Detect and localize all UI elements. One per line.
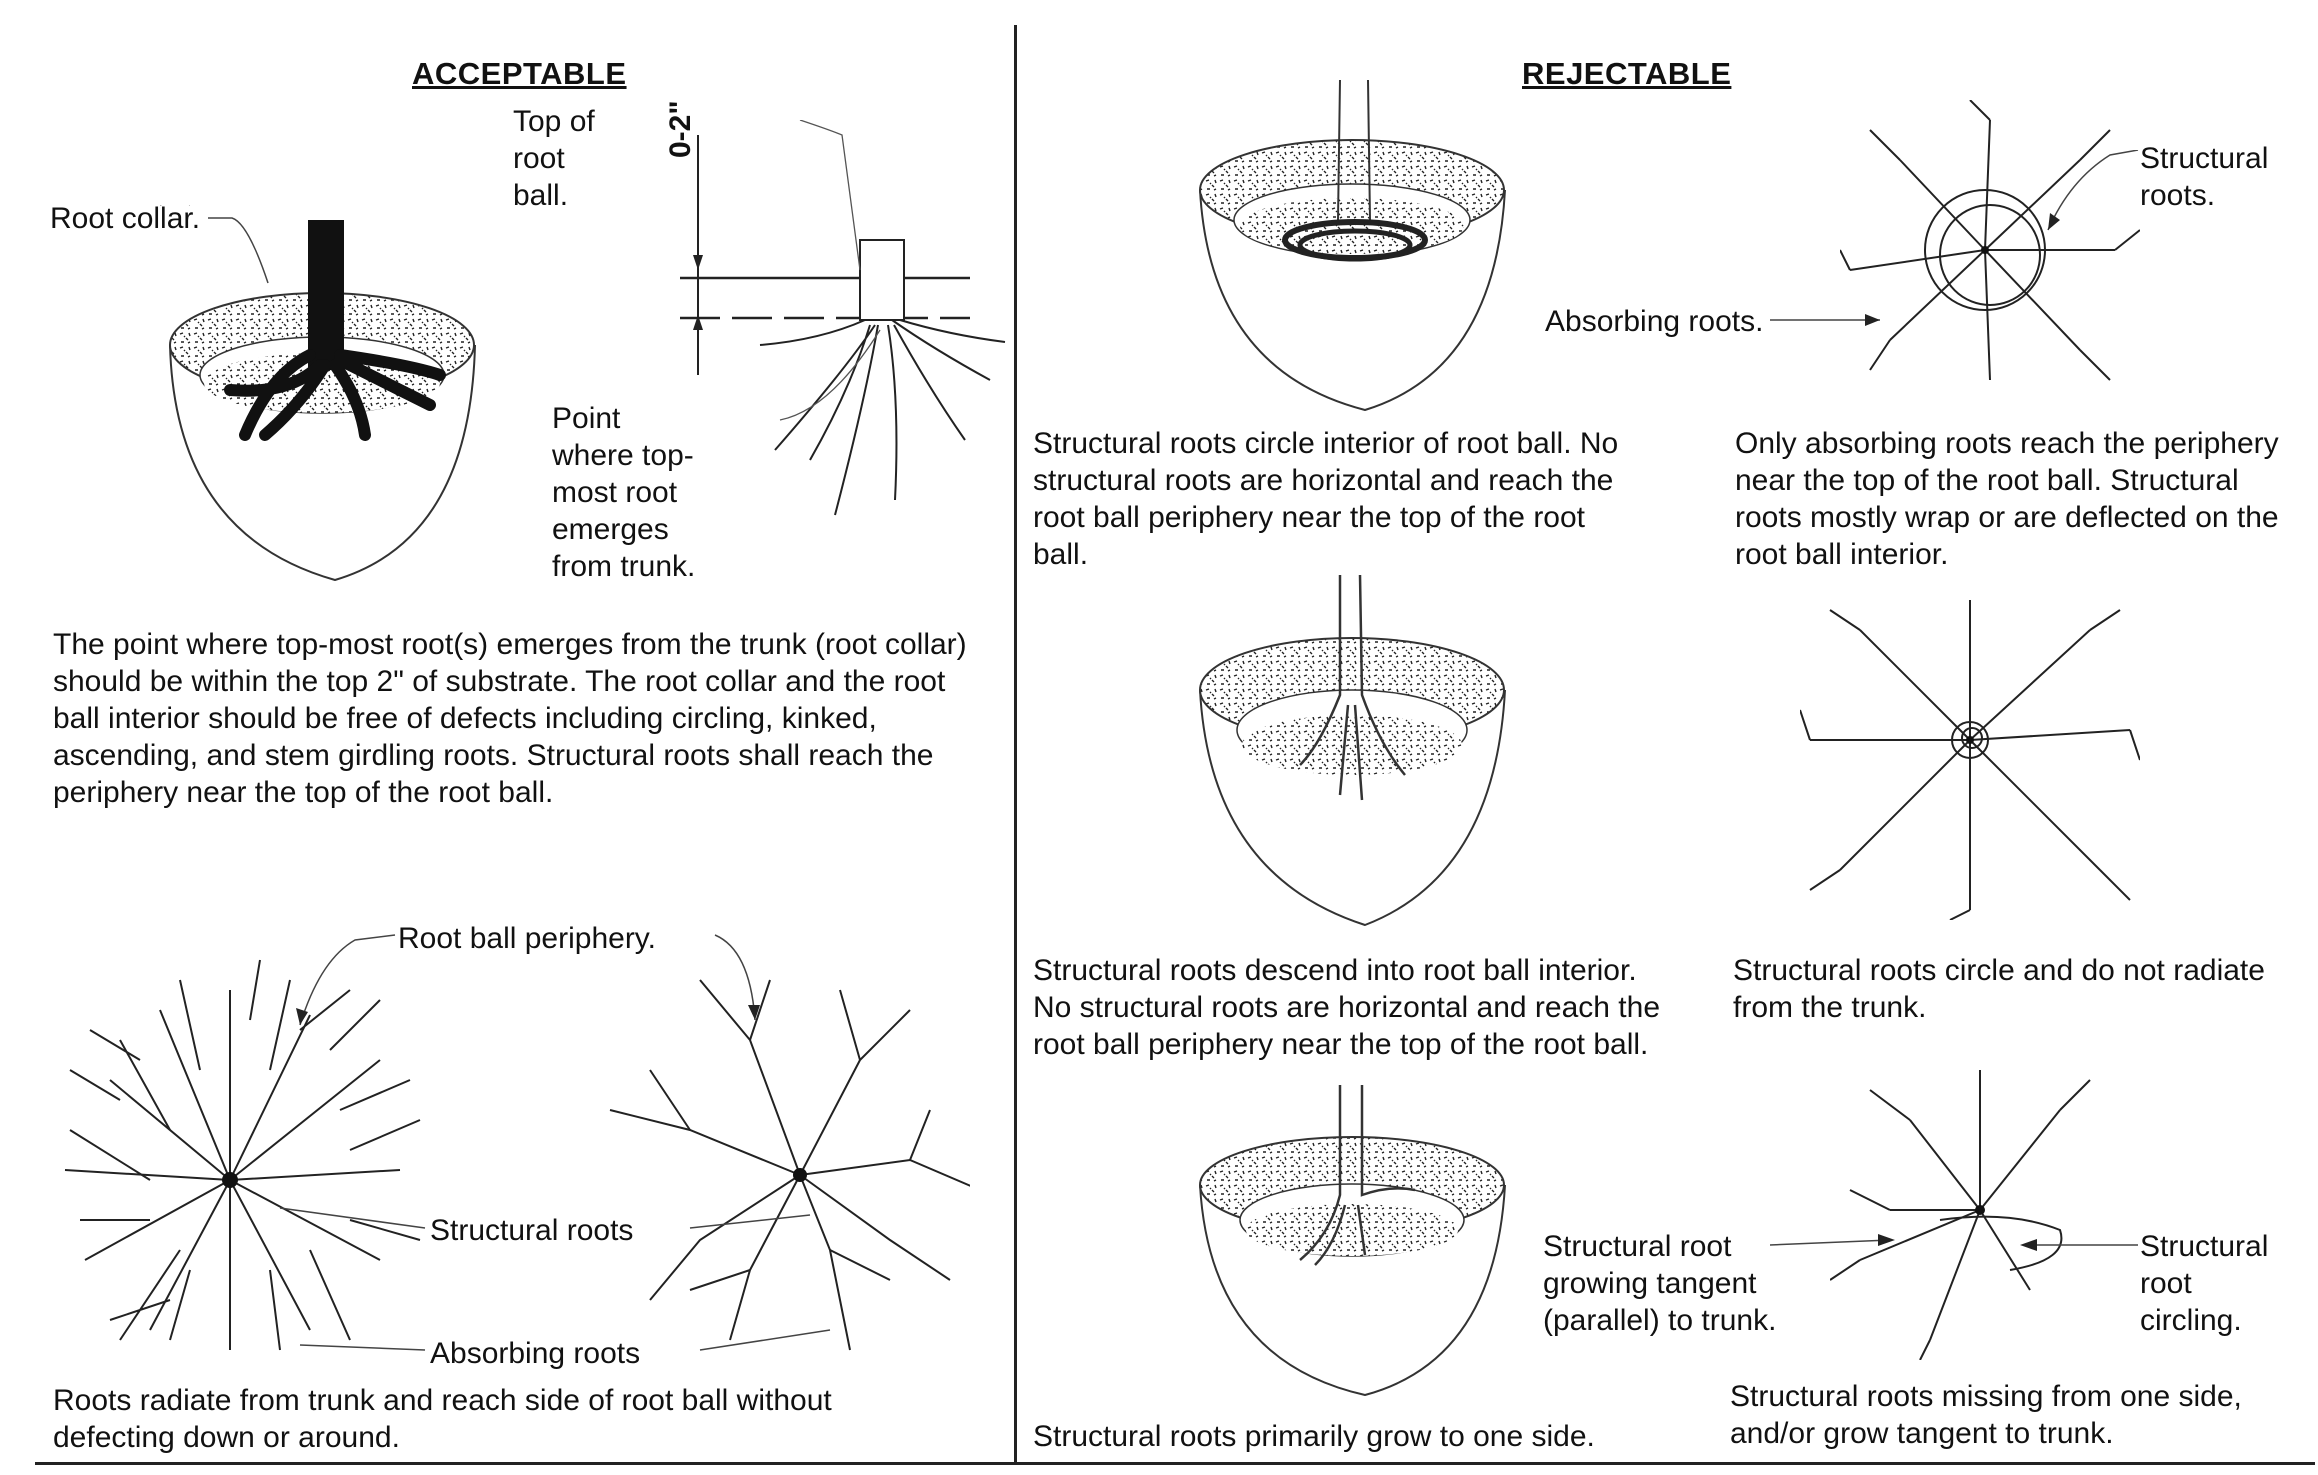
circling-root-label: Structural root circling.	[2140, 1228, 2268, 1339]
depth-dimension-label: 0-2"	[662, 100, 699, 158]
circling-roots-pot-figure	[1190, 80, 1520, 420]
bottom-rule	[35, 1462, 2315, 1465]
tangent-root-label: Structural root growing tangent (paralle…	[1543, 1228, 1776, 1339]
circling-plan-figure	[1800, 590, 2140, 920]
r3-right-caption: Structural roots missing from one side, …	[1730, 1378, 2242, 1452]
root-collar-leader	[208, 213, 328, 293]
rejectable-row3-leaders	[1770, 1225, 2150, 1265]
r2-right-caption: Structural roots circle and do not radia…	[1733, 952, 2265, 1026]
r2-left-caption: Structural roots descend into root ball …	[1033, 952, 1660, 1063]
acceptable-description: The point where top-most root(s) emerges…	[53, 626, 967, 811]
descending-roots-pot-figure	[1190, 575, 1520, 935]
rejectable-absorbing-roots-label: Absorbing roots.	[1545, 303, 1763, 340]
r1-right-caption: Only absorbing roots reach the periphery…	[1735, 425, 2279, 573]
rejectable-row1-leaders	[1770, 150, 2150, 330]
rejectable-header: REJECTABLE	[1522, 56, 1731, 92]
tangent-plan-figure	[1830, 1060, 2130, 1360]
acceptable-plan-view-figures	[50, 920, 970, 1360]
root-collar-depth-detail	[660, 120, 1015, 520]
r1-left-caption: Structural roots circle interior of root…	[1033, 425, 1618, 573]
one-side-roots-pot-figure	[1190, 1085, 1520, 1405]
acceptable-header: ACCEPTABLE	[412, 56, 627, 92]
top-of-root-ball-label: Top of root ball.	[513, 103, 595, 214]
acceptable-plan-caption: Roots radiate from trunk and reach side …	[53, 1382, 832, 1456]
r3-left-caption: Structural roots primarily grow to one s…	[1033, 1418, 1595, 1455]
rejectable-structural-roots-label: Structural roots.	[2140, 140, 2268, 214]
